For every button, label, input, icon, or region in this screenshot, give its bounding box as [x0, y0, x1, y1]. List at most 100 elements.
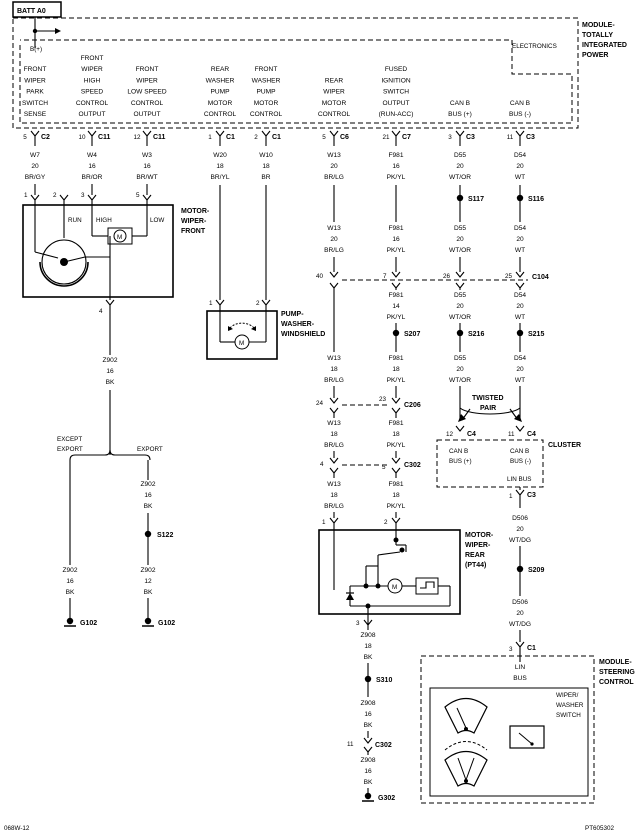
- d54-c-gauge: 20: [516, 366, 524, 373]
- gr-w2-gauge: 16: [364, 711, 372, 718]
- tipm-wire-label: 20: [31, 163, 39, 170]
- tipm-conn-name: C1: [272, 134, 281, 141]
- pump-label-2: WASHER-: [281, 321, 315, 328]
- d55-a-color: WT/OR: [449, 247, 471, 254]
- tipm-wire-label: D55: [454, 152, 466, 159]
- tipm-func-text: OUTPUT: [382, 100, 409, 107]
- s215-splice-icon: [516, 329, 524, 337]
- tipm-conn-name: C1: [226, 134, 235, 141]
- d54-c-color: WT: [515, 377, 525, 384]
- s116-splice-icon: [516, 194, 524, 202]
- tipm-pin-number: 2: [254, 134, 258, 141]
- sccm-label-2: STEERING: [599, 669, 635, 676]
- w13-c-color: BR/LG: [324, 442, 344, 449]
- d506-a-color: WT/DG: [509, 537, 531, 544]
- c104-connector: 40 7 26 25 C104: [316, 271, 549, 289]
- tipm-func-text: PARK: [26, 89, 44, 96]
- d54-b-color: WT: [515, 314, 525, 321]
- tipm-func-text: FRONT: [24, 66, 47, 73]
- twisted-pair-label-2: PAIR: [480, 405, 496, 412]
- tipm-pin-number: 10: [78, 134, 86, 141]
- c206-connector: 24 23 C206: [316, 396, 421, 414]
- d54-b-code: D54: [514, 292, 526, 299]
- tipm-name-4: POWER: [582, 52, 608, 59]
- cluster-canb-neg-2: BUS (-): [510, 458, 531, 465]
- tipm-func-text: CAN B: [510, 100, 531, 107]
- tipm-wire-label: W10: [259, 152, 273, 159]
- motor-wiper-rear: 1 2 M MOTOR- WIPER- REAR (PT44): [318, 517, 494, 627]
- tipm-pin-connector: [142, 130, 152, 137]
- w13-a-code: W13: [327, 225, 341, 232]
- tipm-func-text: OUTPUT: [78, 111, 105, 118]
- tipm-conn-name: C11: [98, 134, 111, 141]
- tipm-wire-label: BR/WT: [136, 174, 157, 181]
- s207-splice-icon: [392, 329, 400, 337]
- gf-export: EXPORT: [137, 446, 163, 453]
- tipm-func-text: CONTROL: [318, 111, 351, 118]
- tipm-func-text: IGNITION: [381, 77, 411, 84]
- tipm-func-text: BUS (-): [509, 111, 531, 118]
- footer-right: PT605302: [585, 825, 615, 832]
- cluster-pin-12: 12: [446, 431, 454, 438]
- mwf-high-label: HIGH: [96, 217, 112, 224]
- tipm-func-text: CONTROL: [204, 111, 237, 118]
- pump-pin-1: 1: [209, 300, 213, 307]
- mwr-label-1: MOTOR-: [465, 532, 494, 539]
- d506-a-code: D506: [512, 515, 528, 522]
- c104-pin-25: 25: [505, 273, 513, 280]
- gr-w1-code: Z908: [360, 632, 375, 639]
- s209-label: S209: [528, 567, 544, 574]
- sccm-label-1: MODULE-: [599, 659, 632, 666]
- c302-rear-pin: 11: [347, 741, 354, 748]
- c302-rear-label: C302: [375, 742, 392, 749]
- tipm-func-text: WIPER: [81, 66, 103, 73]
- f981-d-gauge: 18: [392, 431, 400, 438]
- mwf-motor-m: M: [117, 234, 122, 241]
- mwf-pin-2: 2: [53, 192, 57, 199]
- gf-l-color: BK: [66, 589, 75, 596]
- tipm-func-text: WIPER: [24, 77, 46, 84]
- f981-e-gauge: 18: [392, 492, 400, 499]
- d55-c-gauge: 20: [456, 366, 464, 373]
- tipm-wire-label: BR/YL: [210, 174, 229, 181]
- tipm-pin-connector: [87, 130, 97, 137]
- tipm-func-text: SENSE: [24, 111, 47, 118]
- tipm-wire-label: W3: [142, 152, 152, 159]
- tipm-pin-connector: [215, 130, 225, 137]
- s310-splice-icon: [364, 675, 372, 683]
- c302-pin-4: 4: [320, 461, 324, 468]
- sccm-conn: C1: [527, 645, 536, 652]
- d54-a-gauge: 20: [516, 236, 524, 243]
- tipm-wire-label: BR/LG: [324, 174, 344, 181]
- wiper-stalk-icon: [444, 697, 488, 787]
- s122-splice-icon: [144, 530, 152, 538]
- gf-option-brace: [69, 449, 151, 461]
- cluster-c4-a: C4: [467, 431, 476, 438]
- tipm-conn-name: C3: [466, 134, 475, 141]
- w13-b-color: BR/LG: [324, 377, 344, 384]
- tipm-func-text: WIPER: [323, 89, 345, 96]
- c206-pin-24: 24: [316, 400, 324, 407]
- tipm-conn-name: C2: [41, 134, 50, 141]
- w13-b-code: W13: [327, 355, 341, 362]
- gf-wire-color: BK: [106, 379, 115, 386]
- tipm-conn-name: C6: [340, 134, 349, 141]
- d506-b-gauge: 20: [516, 610, 524, 617]
- footer-left: 068W-12: [4, 825, 30, 832]
- gf-r1-gauge: 16: [144, 492, 152, 499]
- tipm-wire-label: 18: [216, 163, 224, 170]
- w13-d-gauge: 18: [330, 492, 338, 499]
- f981-a-gauge: 16: [392, 236, 400, 243]
- tipm-conn-name: C11: [153, 134, 166, 141]
- tipm-pin-number: 12: [133, 134, 141, 141]
- tipm-func-text: FUSED: [385, 66, 408, 73]
- mwr-motor-m: M: [392, 584, 397, 591]
- c302-pin-5: 5: [382, 464, 386, 471]
- tipm-wire-label: 20: [516, 163, 524, 170]
- d54-a-color: WT: [515, 247, 525, 254]
- f981-d-code: F981: [388, 420, 403, 427]
- tipm-pin-connector: [329, 130, 339, 137]
- w13-a-gauge: 20: [330, 236, 338, 243]
- w13-a-color: BR/LG: [324, 247, 344, 254]
